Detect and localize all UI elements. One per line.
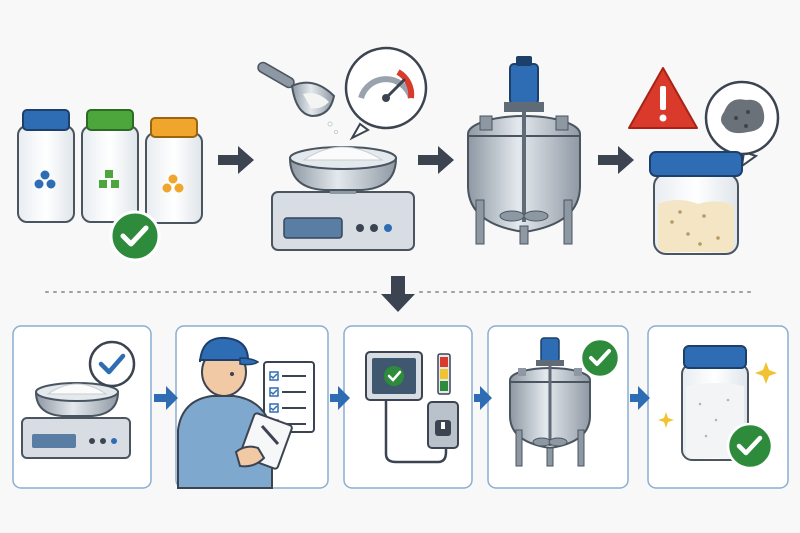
monitor-check-icon <box>365 351 423 401</box>
check-badge-icon <box>109 210 161 262</box>
weighing-scale-icon <box>271 146 415 251</box>
flow-arrow-icon <box>474 386 492 410</box>
weighing-scale-icon <box>21 382 131 459</box>
control-switch-icon <box>384 400 459 464</box>
pressure-gauge-icon <box>344 46 428 141</box>
clump-bubble-icon <box>704 80 780 169</box>
signal-light-icon <box>437 353 451 395</box>
checklist-icon <box>263 361 315 433</box>
problem-batch <box>628 67 780 255</box>
scoop-icon <box>257 61 339 135</box>
clipboard-icon <box>234 412 293 470</box>
flow-arrow-icon <box>630 386 650 410</box>
orange-jar-icon <box>145 117 203 224</box>
down-arrow-icon <box>381 276 415 312</box>
flow-arrow-icon <box>218 146 254 174</box>
sparkle-icon <box>658 362 777 428</box>
bottom-flow <box>12 325 789 489</box>
flow-arrow-icon <box>330 386 350 410</box>
flow-arrow-icon <box>598 146 634 174</box>
check-badge-icon <box>726 422 774 470</box>
mixer-tank-icon <box>509 337 591 467</box>
flow-arrow-icon <box>154 386 178 410</box>
check-badge-icon <box>579 337 621 379</box>
blue-jar-icon <box>17 109 75 223</box>
green-jar-icon <box>81 109 139 223</box>
ingredient-jars <box>17 109 203 262</box>
weighing <box>257 46 428 251</box>
lumpy-powder-jar-icon <box>649 151 743 255</box>
warning-triangle-icon <box>628 67 698 129</box>
check-badge-icon <box>88 340 136 388</box>
mixer-tank-icon <box>467 56 581 245</box>
flow-arrow-icon <box>418 146 454 174</box>
